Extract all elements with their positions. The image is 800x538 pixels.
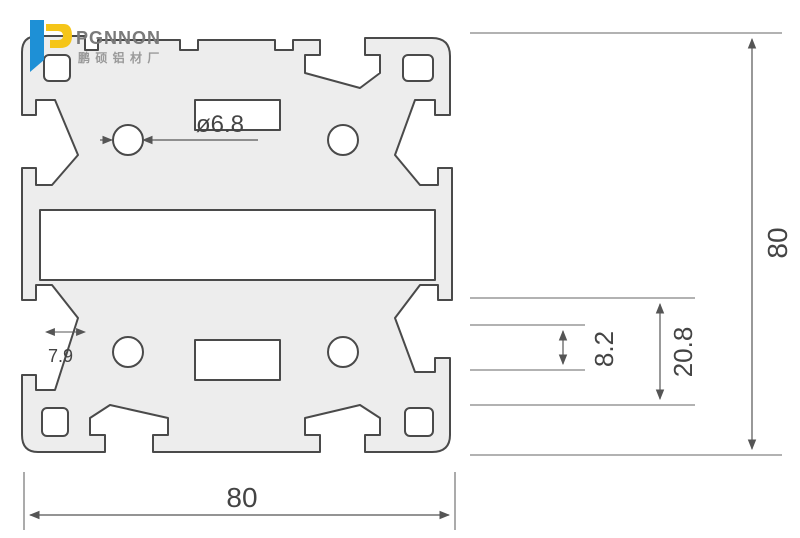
profile-outer-shape <box>21 35 453 453</box>
width-extension-lines <box>23 472 456 530</box>
logo-tagline-text: 鹏 硕 铝 材 厂 <box>78 50 160 65</box>
logo-brand-text: PGNNON <box>76 28 161 48</box>
brand-logo: PGNNON 鹏 硕 铝 材 厂 <box>30 20 161 72</box>
aluminium-profile <box>21 35 453 453</box>
slot-opening-label: 8.2 <box>589 331 619 367</box>
logo-mark-yellow <box>46 24 72 48</box>
corner-cavity-tl <box>43 54 71 82</box>
slot-depth-label: 20.8 <box>668 327 698 378</box>
screw-hole-br <box>327 336 359 368</box>
screw-hole-tr <box>327 124 359 156</box>
corner-cavity-tr <box>402 54 434 82</box>
height-label: 80 <box>762 227 793 258</box>
corner-cavity-bl <box>41 407 69 437</box>
logo-mark-blue <box>30 20 44 72</box>
extension-lines <box>470 32 782 456</box>
slot-offset-label: 7.9 <box>48 346 73 366</box>
width-label: 80 <box>226 482 257 513</box>
hole-diameter-label: ø6.8 <box>196 111 244 138</box>
corner-cavity-br <box>404 407 434 437</box>
screw-hole-bl <box>112 336 144 368</box>
screw-hole-tl <box>112 124 144 156</box>
